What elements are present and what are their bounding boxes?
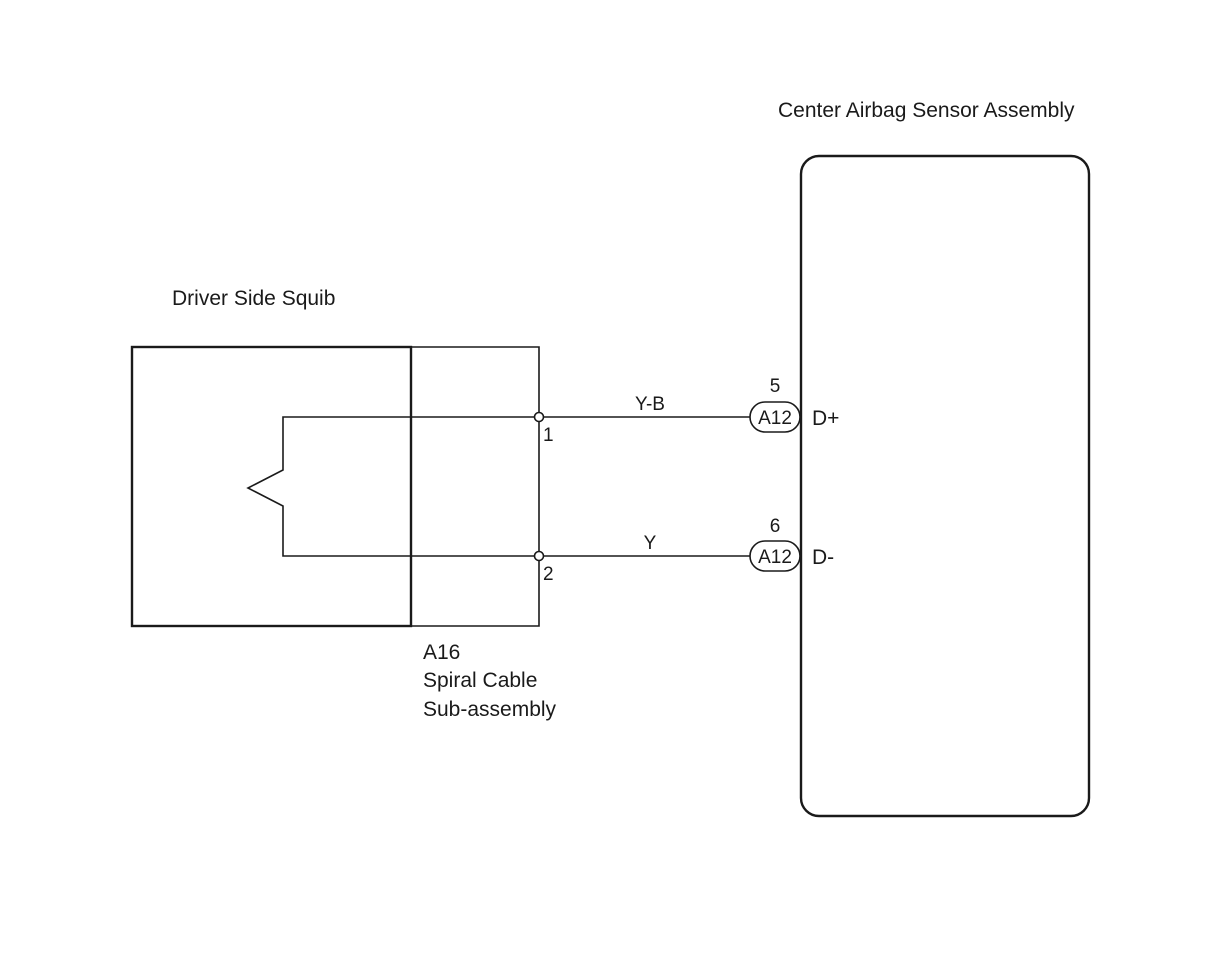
spiral-cable-name-line2: Sub-assembly: [423, 698, 557, 721]
ecu-terminal-dplus: D+: [812, 407, 839, 430]
wire-y-color: Y: [644, 533, 657, 554]
ecu-title: Center Airbag Sensor Assembly: [778, 99, 1075, 122]
spiral-pin-2-label: 2: [543, 564, 554, 585]
ecu-pin-5-number: 5: [770, 376, 781, 397]
ecu-box: [799, 154, 1091, 818]
wire-yb-color: Y-B: [635, 394, 665, 415]
ecu-connector-a12-top: [749, 401, 801, 433]
ecu-terminal-dminus: D-: [812, 546, 834, 569]
ecu-connector-a12-bottom: [749, 540, 801, 572]
spiral-cable-block: [411, 346, 540, 627]
spiral-cable-name-line1: Spiral Cable: [423, 669, 537, 692]
spiral-cable-connector-id: A16: [423, 641, 460, 664]
squib-title: Driver Side Squib: [172, 287, 335, 310]
ecu-connector-a12-top-label: A12: [758, 408, 792, 429]
spiral-pin-1-node: [533, 411, 545, 423]
spiral-pin-2-node: [533, 550, 545, 562]
squib-box: [130, 345, 413, 628]
spiral-pin-1-label: 1: [543, 425, 554, 446]
squib-element: [246, 416, 539, 557]
ecu-pin-6-number: 6: [770, 516, 781, 537]
ecu-connector-a12-bottom-label: A12: [758, 547, 792, 568]
